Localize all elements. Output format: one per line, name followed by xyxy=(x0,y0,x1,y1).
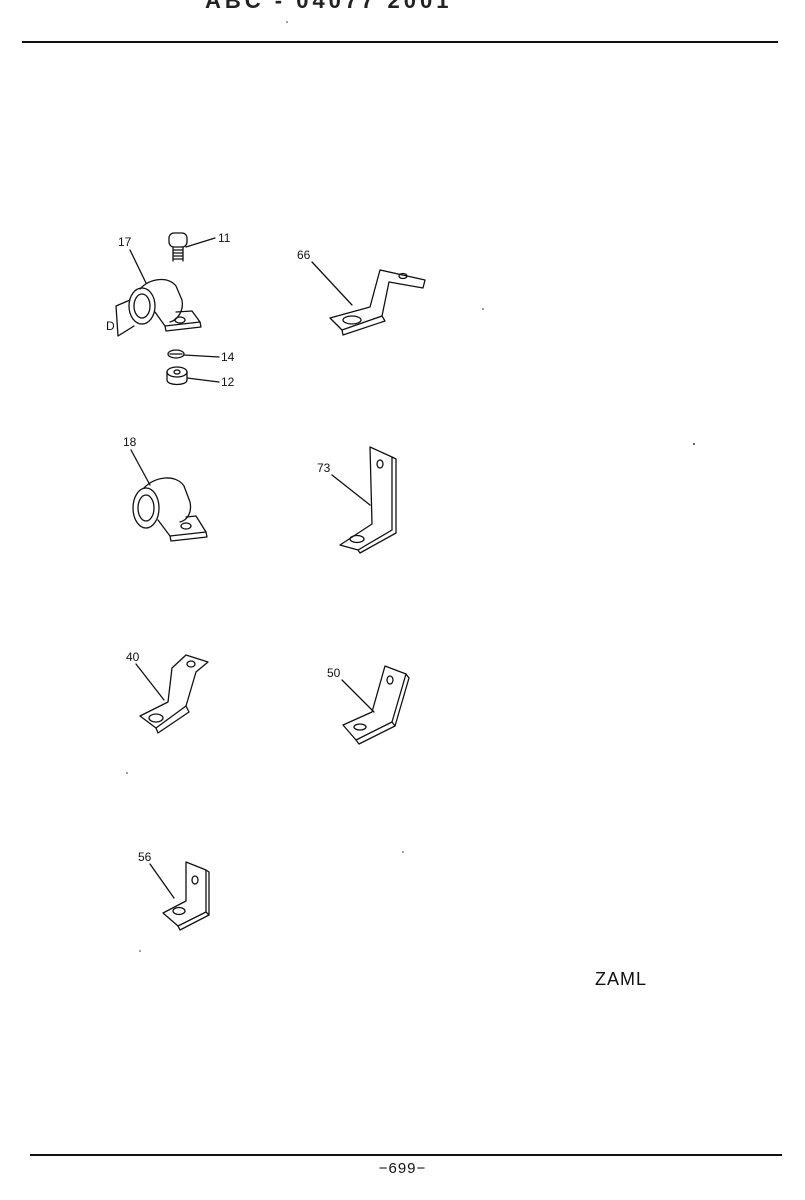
callout-40: 40 xyxy=(126,650,140,664)
callout-12: 12 xyxy=(221,375,235,389)
callout-14: 14 xyxy=(221,350,235,364)
clipped-header-text: ABC - 04077 2001 xyxy=(205,0,453,13)
clamp-part-18 xyxy=(132,477,208,542)
callout-18: 18 xyxy=(123,435,137,449)
leader-line xyxy=(331,474,371,506)
callout-17: 17 xyxy=(118,235,132,249)
leader-line xyxy=(129,249,147,284)
leader-line xyxy=(183,354,220,358)
bracket-part-50 xyxy=(342,665,410,745)
callout-56: 56 xyxy=(138,850,152,864)
bracket-part-66 xyxy=(329,269,426,336)
scan-specks xyxy=(126,21,695,952)
top-rule xyxy=(22,41,778,43)
bottom-rule xyxy=(30,1154,782,1156)
callout-d: D xyxy=(106,319,115,333)
callout-50: 50 xyxy=(327,666,341,680)
leader-line xyxy=(130,449,151,486)
callout-66: 66 xyxy=(297,248,311,262)
callout-11: 11 xyxy=(218,231,231,245)
bracket-part-56 xyxy=(162,861,210,931)
bolt-part-11 xyxy=(168,232,188,262)
model-code: ZAML xyxy=(595,969,648,989)
page-number: −699− xyxy=(378,1160,427,1177)
nut-part-12 xyxy=(166,366,188,386)
bracket-part-40 xyxy=(139,654,209,734)
bracket-part-73 xyxy=(339,446,397,554)
leader-line xyxy=(341,679,375,713)
leader-line xyxy=(311,261,353,306)
clamp-part-17 xyxy=(115,278,202,337)
washer-part-14 xyxy=(167,349,185,359)
leader-line xyxy=(185,237,216,248)
leader-line xyxy=(149,863,175,899)
leader-line xyxy=(135,663,165,701)
leader-line xyxy=(186,377,220,383)
callout-73: 73 xyxy=(317,461,331,475)
